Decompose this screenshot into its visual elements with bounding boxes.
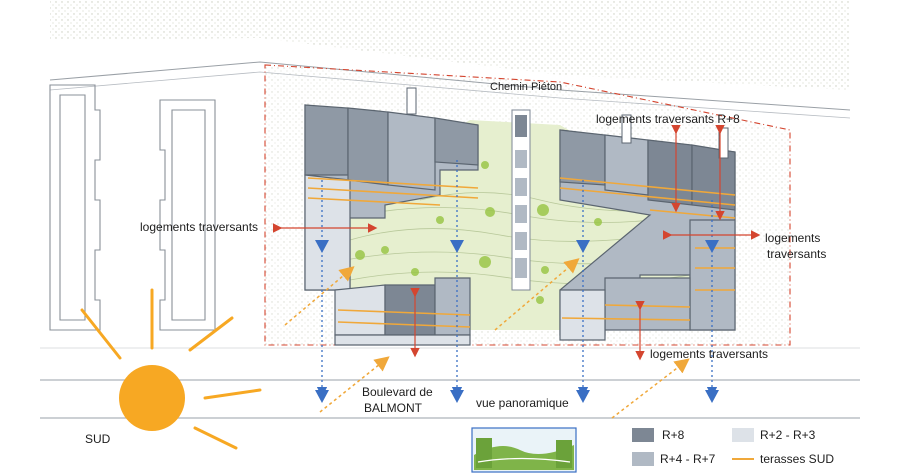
neighbour-buildings: [49, 84, 216, 331]
legend-swatch-r8: [632, 428, 654, 442]
bottom-housing-label: logements traversants: [650, 347, 769, 361]
legend-swatch-terraces: [732, 458, 754, 460]
boulevard-label-line2: BALMONT: [364, 401, 423, 415]
panoramic-view-label: vue panoramique: [476, 396, 569, 410]
right-housing-label-line1: logements: [765, 231, 821, 245]
left-building-block: [304, 104, 479, 346]
boulevard-label-line1: Boulevard de: [362, 385, 433, 399]
right-building-block: [559, 129, 736, 341]
pedestrian-path-line: [49, 61, 851, 111]
legend-label-terraces: terasses SUD: [760, 452, 835, 466]
pedestrian-path-label: Chemin Piéton: [490, 81, 563, 93]
legend-label-r2-r3: R+2 - R+3: [760, 428, 816, 442]
legend-swatch-r2-r3: [732, 428, 754, 442]
legend-label-r4-r7: R+4 - R+7: [660, 452, 716, 466]
south-terraces: [307, 177, 736, 328]
through-housing-arrows: [272, 124, 761, 361]
sun-ray-arrows: [284, 258, 690, 419]
south-label: SUD: [85, 432, 111, 446]
panoramic-thumbnail: [471, 427, 577, 473]
top-right-housing-label: logements traversants R+8: [596, 112, 740, 126]
terrain-north: [50, 0, 850, 90]
legend-swatch-r4-r7: [632, 452, 654, 466]
legend-label-r8: R+8: [662, 428, 685, 442]
central-walkway: [511, 109, 531, 291]
left-housing-label: logements traversants: [140, 220, 259, 234]
view-arrow-heads: [315, 240, 719, 403]
plot-boundary: [264, 64, 791, 346]
sun-icon: [80, 288, 262, 450]
right-housing-label-line2: traversants: [767, 247, 827, 261]
